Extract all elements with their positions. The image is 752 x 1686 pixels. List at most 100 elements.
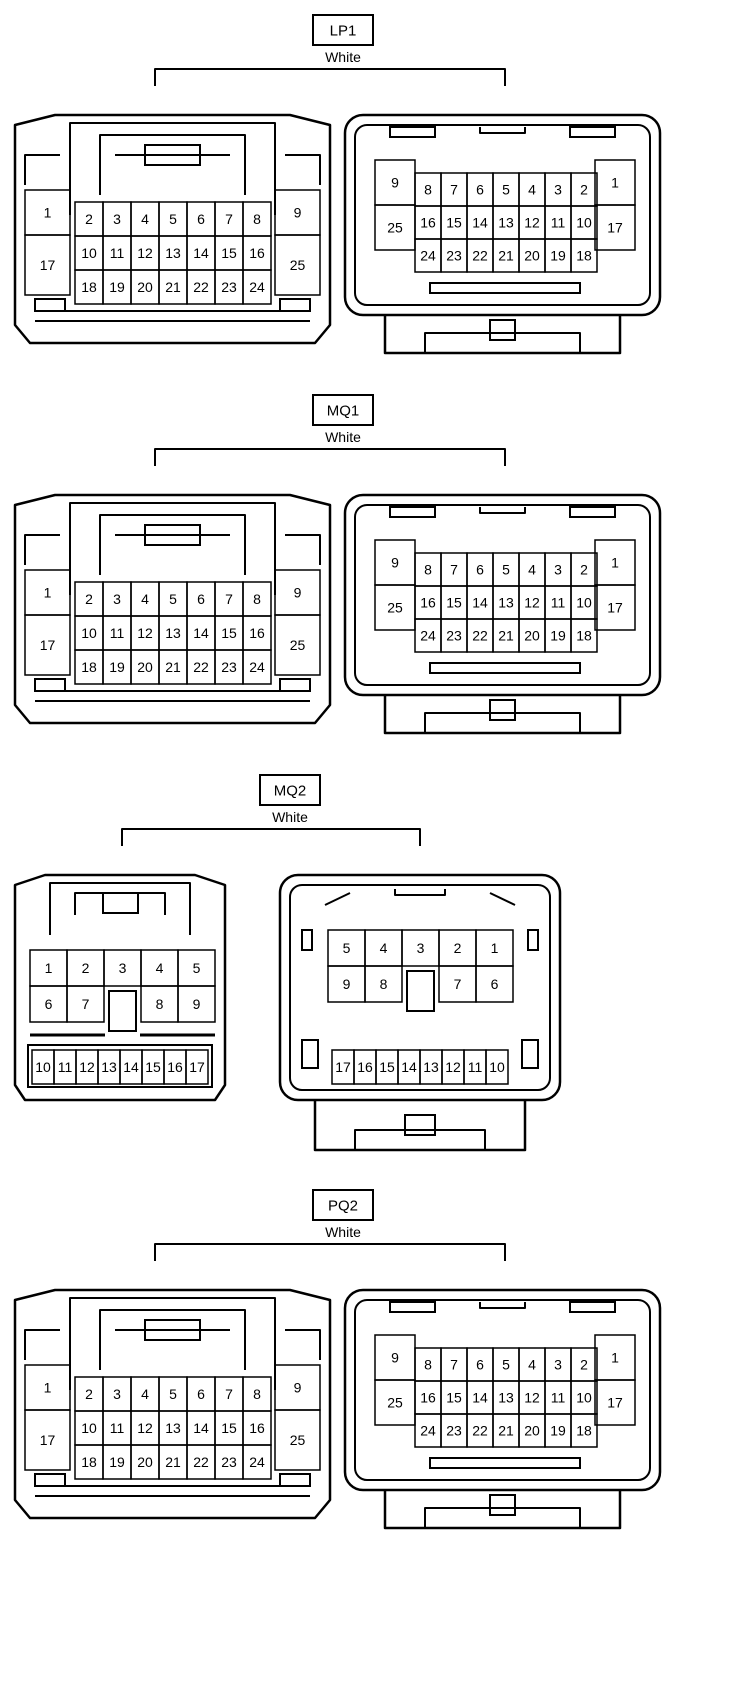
pin-number: 3 xyxy=(119,960,127,976)
top-tab xyxy=(389,1301,436,1313)
pin-number: 5 xyxy=(502,1357,510,1373)
bottom-slot xyxy=(429,282,581,294)
pin-number: 3 xyxy=(554,562,562,578)
pin-number: 7 xyxy=(450,1357,458,1373)
connector-housing xyxy=(13,1288,332,1520)
pin-number: 16 xyxy=(420,215,436,231)
pin-number: 5 xyxy=(502,182,510,198)
pin-number: 6 xyxy=(45,996,53,1012)
pin-cell xyxy=(24,1409,71,1471)
pin-number: 9 xyxy=(391,1350,399,1366)
side-wall xyxy=(24,1329,60,1360)
pin-number: 1 xyxy=(611,1350,619,1366)
pin-number: 12 xyxy=(524,215,540,231)
pin-number: 6 xyxy=(197,591,205,607)
pin-number: 7 xyxy=(82,996,90,1012)
pin-number: 8 xyxy=(253,1386,261,1402)
pin-number: 15 xyxy=(221,1420,237,1436)
pin-number: 11 xyxy=(110,625,125,641)
pin-number: 11 xyxy=(110,245,125,261)
pin-number: 14 xyxy=(472,595,488,611)
pin-number: 15 xyxy=(145,1059,161,1075)
bracket-line xyxy=(154,448,506,466)
pin-number: 18 xyxy=(81,1454,97,1470)
pin-number: 18 xyxy=(576,628,592,644)
pin-number: 19 xyxy=(550,248,566,264)
latch-outline xyxy=(69,502,276,595)
pin-number: 20 xyxy=(137,279,153,295)
pin-number: 25 xyxy=(387,1395,403,1411)
connector-housing xyxy=(13,113,332,345)
top-key xyxy=(479,507,526,514)
pin-number: 23 xyxy=(221,659,237,675)
pin-number: 1 xyxy=(44,205,52,221)
pin-cell xyxy=(66,985,105,1023)
pin-number: 24 xyxy=(420,1423,436,1439)
top-tab xyxy=(569,126,616,138)
pin-number: 11 xyxy=(58,1059,73,1075)
pin-number: 17 xyxy=(40,257,56,273)
pin-number: 15 xyxy=(446,215,462,231)
pin-number: 10 xyxy=(576,215,592,231)
pin-number: 15 xyxy=(446,595,462,611)
pin-number: 2 xyxy=(580,182,588,198)
pin-number: 9 xyxy=(294,1380,302,1396)
pin-cell xyxy=(570,1413,598,1448)
pin-number: 25 xyxy=(290,1432,306,1448)
pin-number: 24 xyxy=(249,279,265,295)
pin-number: 7 xyxy=(225,1386,233,1402)
pin-number: 23 xyxy=(221,279,237,295)
pin-number: 21 xyxy=(498,1423,514,1439)
latch-arm xyxy=(99,134,246,195)
pin-number: 3 xyxy=(417,940,425,956)
pin-number: 1 xyxy=(611,175,619,191)
connector-label-box xyxy=(312,14,374,46)
pin-number: 8 xyxy=(424,1357,432,1373)
pin-number: 7 xyxy=(450,562,458,578)
pin-number: 7 xyxy=(450,182,458,198)
connector-label: PQ2 xyxy=(328,1198,358,1215)
pin-number: 13 xyxy=(165,245,181,261)
latch-arm xyxy=(74,892,166,915)
latch-arm xyxy=(99,1309,246,1370)
pin-number: 4 xyxy=(528,1357,536,1373)
latch-arm xyxy=(424,1507,581,1528)
pin-number: 23 xyxy=(221,1454,237,1470)
pin-number: 17 xyxy=(40,637,56,653)
pin-number: 3 xyxy=(554,1357,562,1373)
pin-cell xyxy=(475,965,514,1003)
lock-notch xyxy=(34,1473,66,1487)
pin-cell xyxy=(185,1049,209,1085)
pin-number: 2 xyxy=(580,562,588,578)
pin-number: 5 xyxy=(169,1386,177,1402)
pin-cell xyxy=(274,614,321,676)
pin-number: 1 xyxy=(45,960,53,976)
pin-number: 12 xyxy=(137,625,153,641)
pin-number: 11 xyxy=(551,595,566,611)
side-wall xyxy=(24,534,60,565)
side-guide xyxy=(521,1039,539,1069)
latch-arm xyxy=(424,712,581,733)
latch-outline xyxy=(69,1297,276,1390)
pin-number: 19 xyxy=(109,279,125,295)
latch-tab xyxy=(489,1494,516,1516)
pin-number: 7 xyxy=(225,211,233,227)
pin-number: 15 xyxy=(221,245,237,261)
pin-cell xyxy=(177,985,216,1023)
bracket-line xyxy=(154,68,506,86)
pin-cell xyxy=(242,1444,272,1480)
pin-number: 1 xyxy=(491,940,499,956)
latch-arm xyxy=(99,514,246,575)
pin-number: 12 xyxy=(524,1390,540,1406)
pin-number: 2 xyxy=(454,940,462,956)
pin-cell xyxy=(364,965,403,1003)
lock-notch xyxy=(34,298,66,312)
pin-number: 2 xyxy=(85,591,93,607)
pin-number: 16 xyxy=(167,1059,183,1075)
